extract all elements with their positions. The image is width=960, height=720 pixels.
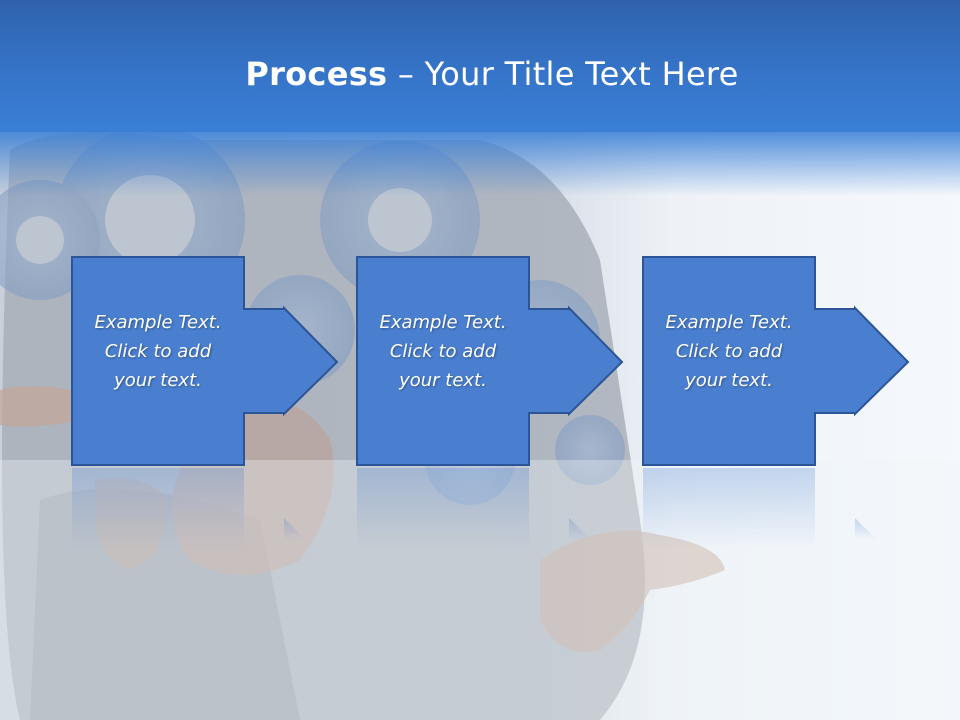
step-3-text: Example Text. Click to add your text. bbox=[644, 308, 814, 395]
step-3-line-2: Click to add bbox=[675, 341, 783, 362]
step-1-line-1: Example Text. bbox=[94, 312, 222, 333]
step-3-arrow-shape bbox=[642, 256, 910, 466]
step-1-text: Example Text. Click to add your text. bbox=[73, 308, 243, 395]
process-step-1[interactable]: Example Text. Click to add your text. bbox=[71, 256, 341, 466]
step-3-line-1: Example Text. bbox=[665, 312, 793, 333]
title-rest: Your Title Text Here bbox=[424, 55, 739, 93]
step-2-line-3: your text. bbox=[399, 370, 487, 391]
step-1-arrow-shape bbox=[71, 256, 339, 466]
slide-title[interactable]: Process – Your Title Text Here bbox=[0, 52, 960, 96]
step-3-line-3: your text. bbox=[685, 370, 773, 391]
step-3-reflection bbox=[642, 468, 912, 548]
step-2-line-2: Click to add bbox=[389, 341, 497, 362]
step-2-arrow-shape bbox=[356, 256, 624, 466]
step-1-line-3: your text. bbox=[114, 370, 202, 391]
header-fade bbox=[0, 126, 960, 196]
step-1-reflection bbox=[71, 468, 341, 548]
step-2-text: Example Text. Click to add your text. bbox=[358, 308, 528, 395]
step-1-line-2: Click to add bbox=[104, 341, 212, 362]
header-bar bbox=[0, 0, 960, 132]
step-2-reflection bbox=[356, 468, 626, 548]
step-2-line-1: Example Text. bbox=[379, 312, 507, 333]
process-step-3[interactable]: Example Text. Click to add your text. bbox=[642, 256, 912, 466]
process-step-2[interactable]: Example Text. Click to add your text. bbox=[356, 256, 626, 466]
title-separator: – bbox=[387, 55, 425, 93]
title-bold: Process bbox=[245, 55, 388, 93]
